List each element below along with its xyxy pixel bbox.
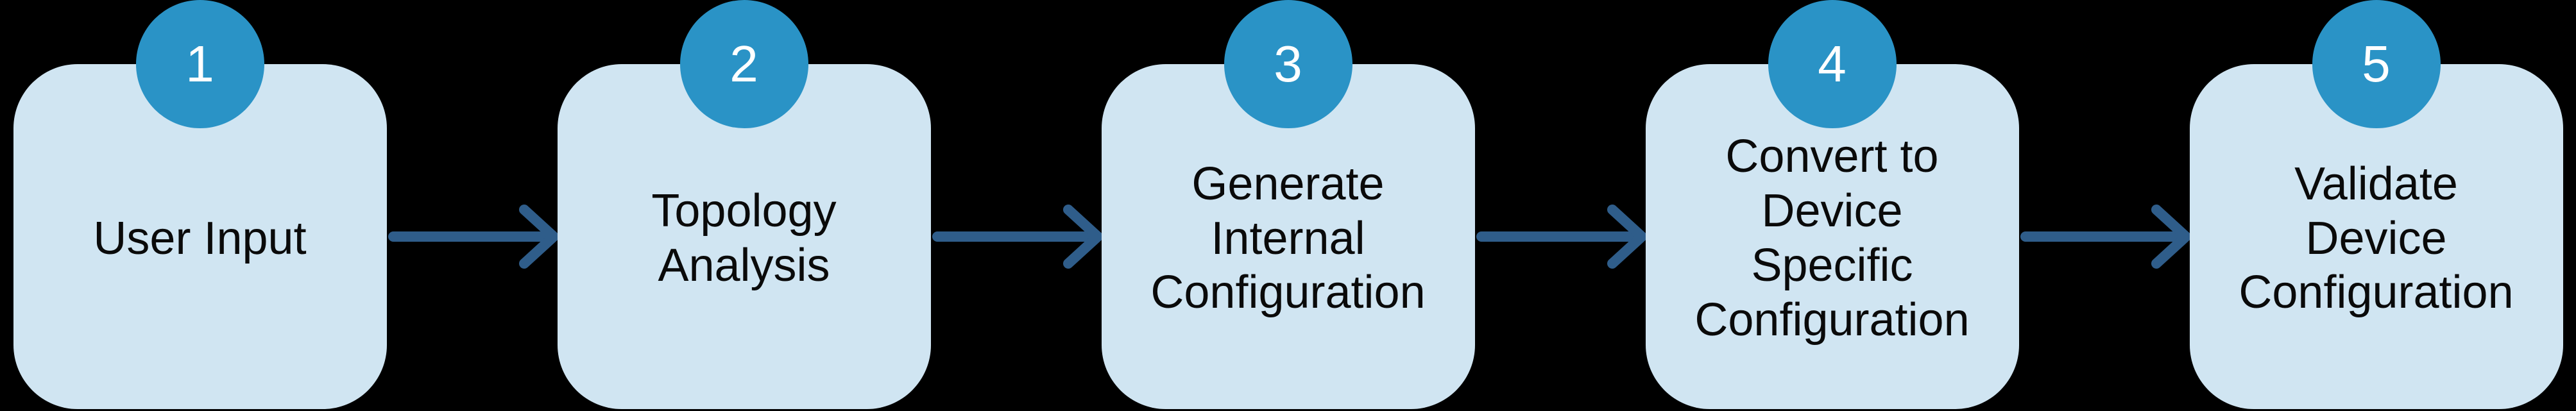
step-number: 4 (1818, 35, 1847, 92)
arrow-right-icon (387, 0, 558, 411)
step-number-badge: 2 (679, 0, 808, 128)
step-number: 1 (185, 35, 214, 92)
step-box-2: 2 Topology Analysis (557, 0, 931, 409)
step-number-badge: 5 (2312, 0, 2441, 128)
step-label: Validate Device Configuration (2239, 158, 2514, 319)
step-number-badge: 3 (1224, 0, 1352, 128)
step-box-3: 3 Generate Internal Configuration (1101, 0, 1475, 409)
arrow-right-icon (2019, 0, 2190, 411)
step-number-badge: 4 (1768, 0, 1897, 128)
arrow-right-icon (931, 0, 1102, 411)
step-number-badge: 1 (135, 0, 264, 128)
step-label: User Input (93, 212, 307, 264)
step-number: 2 (729, 35, 758, 92)
step-label: Topology Analysis (651, 185, 837, 291)
step-label: Generate Internal Configuration (1150, 158, 1426, 319)
arrow-right-icon (1475, 0, 1646, 411)
step-box-5: 5 Validate Device Configuration (2189, 0, 2563, 409)
step-label: Convert to Device Specific Configuration (1694, 131, 1970, 346)
step-number: 5 (2362, 35, 2391, 92)
step-box-1: 1 User Input (13, 0, 387, 409)
step-number: 3 (1274, 35, 1302, 92)
step-box-4: 4 Convert to Device Specific Configurati… (1645, 0, 2019, 409)
